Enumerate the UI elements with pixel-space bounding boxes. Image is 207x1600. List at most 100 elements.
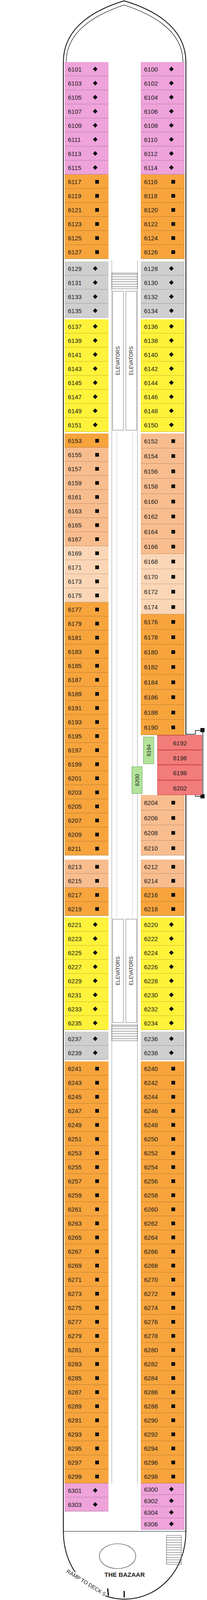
cabin: 6188 xyxy=(140,705,185,721)
cabin-number: 6125 xyxy=(67,235,82,242)
cabin: 6198 xyxy=(157,765,203,781)
diamond-symbol xyxy=(168,308,174,313)
cabin: 6261 xyxy=(64,1203,109,1218)
cabin-number: 6189 xyxy=(67,691,82,698)
cabin: 6249 xyxy=(64,1118,109,1133)
cabin: 6220 xyxy=(140,918,185,933)
square-symbol xyxy=(171,222,176,227)
cabin-number: 6221 xyxy=(67,922,82,929)
cabin: 6237 xyxy=(64,1032,109,1047)
cabin: 6300 xyxy=(140,1484,185,1497)
square-symbol xyxy=(171,236,176,241)
square-symbol xyxy=(171,1067,176,1072)
cabin: 6219 xyxy=(64,902,109,917)
cabin-number: 6206 xyxy=(144,815,158,822)
cabin: 6213 xyxy=(64,860,109,875)
cabin-number: 6112 xyxy=(144,150,158,157)
cabin-number: 6213 xyxy=(67,864,82,871)
cabin-number: 6227 xyxy=(67,964,82,971)
square-symbol xyxy=(171,1447,176,1452)
cabin-number: 6304 xyxy=(144,1510,158,1517)
cabin-number: 6101 xyxy=(67,66,82,73)
cabin: 6284 xyxy=(140,1371,185,1387)
square-symbol xyxy=(171,1405,176,1410)
cabin-number: 6173 xyxy=(67,578,82,585)
diamond-symbol xyxy=(92,294,98,299)
cabin: 6257 xyxy=(64,1174,109,1190)
cabin-number: 6196 xyxy=(173,755,187,762)
cabin: 6134 xyxy=(140,303,185,318)
square-symbol xyxy=(171,575,176,580)
cabin: 6138 xyxy=(140,333,185,348)
cabin-number: 6217 xyxy=(67,892,82,899)
cabin: 6222 xyxy=(140,932,185,947)
cabin: 6136 xyxy=(140,319,185,334)
diamond-symbol xyxy=(168,380,174,386)
cabin-number: 6248 xyxy=(144,1122,158,1129)
cabin: 6132 xyxy=(140,289,185,304)
diamond-symbol xyxy=(168,1051,174,1056)
cabin: 6153 xyxy=(64,433,109,448)
square-symbol xyxy=(95,1405,99,1410)
square-symbol xyxy=(95,706,99,711)
square-symbol xyxy=(95,537,99,542)
diamond-symbol xyxy=(92,94,98,100)
cabin-number: 6148 xyxy=(144,408,158,415)
square-symbol xyxy=(95,1095,99,1100)
square-symbol xyxy=(171,1419,176,1424)
diamond-symbol xyxy=(92,165,98,170)
cabin: 6302 xyxy=(140,1496,185,1508)
cabin-number: 6259 xyxy=(67,1193,82,1200)
cabin: 6244 xyxy=(140,1090,185,1105)
square-symbol xyxy=(95,879,99,884)
cabin: 6179 xyxy=(64,616,109,631)
cabin: 6109 xyxy=(64,118,109,133)
cabin: 6272 xyxy=(140,1287,185,1302)
cabin: 6276 xyxy=(140,1315,185,1330)
cabin-number: 6106 xyxy=(144,108,158,115)
cabin: 6177 xyxy=(64,602,109,617)
square-symbol xyxy=(95,1349,99,1353)
cabin-number: 6284 xyxy=(144,1376,158,1383)
cabin: 6149 xyxy=(64,404,109,419)
elevator-shaft xyxy=(112,291,124,431)
cabin-number: 6151 xyxy=(67,422,82,429)
square-symbol xyxy=(171,816,176,821)
cabin-number: 6205 xyxy=(67,803,82,811)
cabin-number: 6282 xyxy=(144,1362,158,1369)
cabin: 6225 xyxy=(64,946,109,961)
diamond-symbol xyxy=(168,1522,174,1528)
square-symbol xyxy=(171,194,176,198)
cabin: 6148 xyxy=(140,404,185,419)
cabin-number: 6153 xyxy=(67,438,82,445)
square-symbol xyxy=(171,1349,176,1353)
cabin-number: 6228 xyxy=(144,978,158,985)
square-symbol xyxy=(171,1250,176,1255)
cabin: 6185 xyxy=(64,659,109,674)
cabin: 6146 xyxy=(140,389,185,405)
cabin-number: 6243 xyxy=(67,1080,82,1087)
cabin-number: 6260 xyxy=(144,1207,158,1214)
cabin-number: 6250 xyxy=(144,1136,158,1144)
square-symbol xyxy=(171,180,176,184)
cabin: 6127 xyxy=(64,245,109,260)
square-symbol xyxy=(95,509,99,514)
cabin-number: 6269 xyxy=(67,1263,82,1270)
cabin-number: 6175 xyxy=(67,592,82,600)
square-symbol xyxy=(95,664,99,669)
square-symbol xyxy=(171,1306,176,1311)
cabin-number: 6235 xyxy=(67,1020,82,1028)
cabin-number: 6232 xyxy=(144,1006,158,1014)
davit xyxy=(200,728,205,733)
cabin-number: 6187 xyxy=(67,677,82,684)
cabin: 6247 xyxy=(64,1104,109,1119)
square-symbol xyxy=(171,1152,176,1156)
cabin: 6202 xyxy=(157,780,203,796)
square-symbol xyxy=(95,1124,99,1128)
square-symbol xyxy=(171,665,176,670)
square-symbol xyxy=(95,565,99,570)
cabin: 6129 xyxy=(64,261,109,276)
cabin: 6306 xyxy=(140,1519,185,1531)
cabin: 6168 xyxy=(140,554,185,570)
